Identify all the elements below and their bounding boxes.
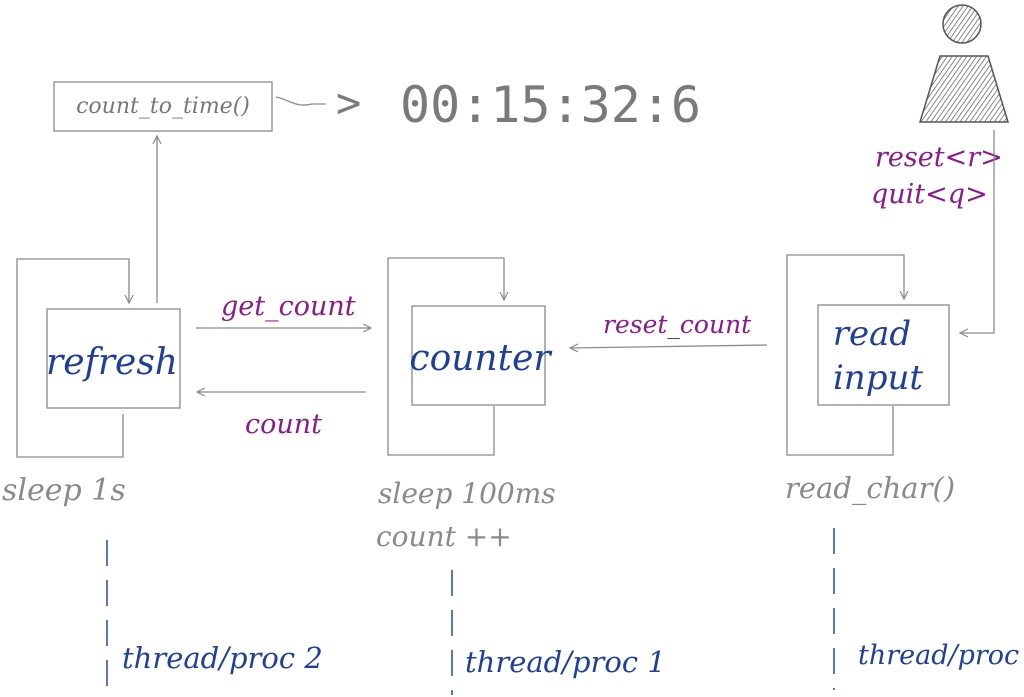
counter-box	[411, 305, 546, 406]
user-icon	[918, 4, 1010, 123]
read-input-caption: read_char()	[785, 471, 955, 506]
refresh-loop	[16, 258, 129, 458]
thread-0-label: thread/proc 0	[858, 640, 1024, 671]
counter-loop	[387, 257, 504, 456]
counter-caption-sleep: sleep 100ms	[378, 477, 556, 510]
count-to-time-label: count_to_time()	[76, 94, 250, 119]
read-input-loop	[786, 254, 904, 456]
read-input-box	[817, 304, 950, 406]
counter-label: counter	[409, 338, 552, 379]
timer-display: 00:15:32:6	[400, 76, 701, 134]
prompt-symbol: >	[336, 78, 361, 127]
thread-2-label: thread/proc 2	[122, 641, 323, 675]
timer-connector	[275, 96, 326, 106]
read-input-label-line1: read	[833, 314, 911, 354]
command-quit: quit<q>	[871, 179, 988, 210]
refresh-caption: sleep 1s	[2, 473, 126, 508]
user-input-arrow	[960, 130, 995, 333]
counter-caption-count: count ++	[376, 520, 512, 553]
read-input-label-line2: input	[833, 358, 923, 398]
thread-1-label: thread/proc 1	[465, 645, 666, 679]
count-to-time-box	[53, 81, 273, 132]
refresh-label: refresh	[46, 342, 178, 383]
reset-count-arrow	[570, 345, 768, 348]
get-count-label: get_count	[221, 291, 356, 322]
command-reset: reset<r>	[875, 142, 1003, 173]
reset-count-label: reset_count	[603, 310, 752, 339]
refresh-box	[46, 308, 181, 409]
count-label: count	[245, 409, 322, 440]
